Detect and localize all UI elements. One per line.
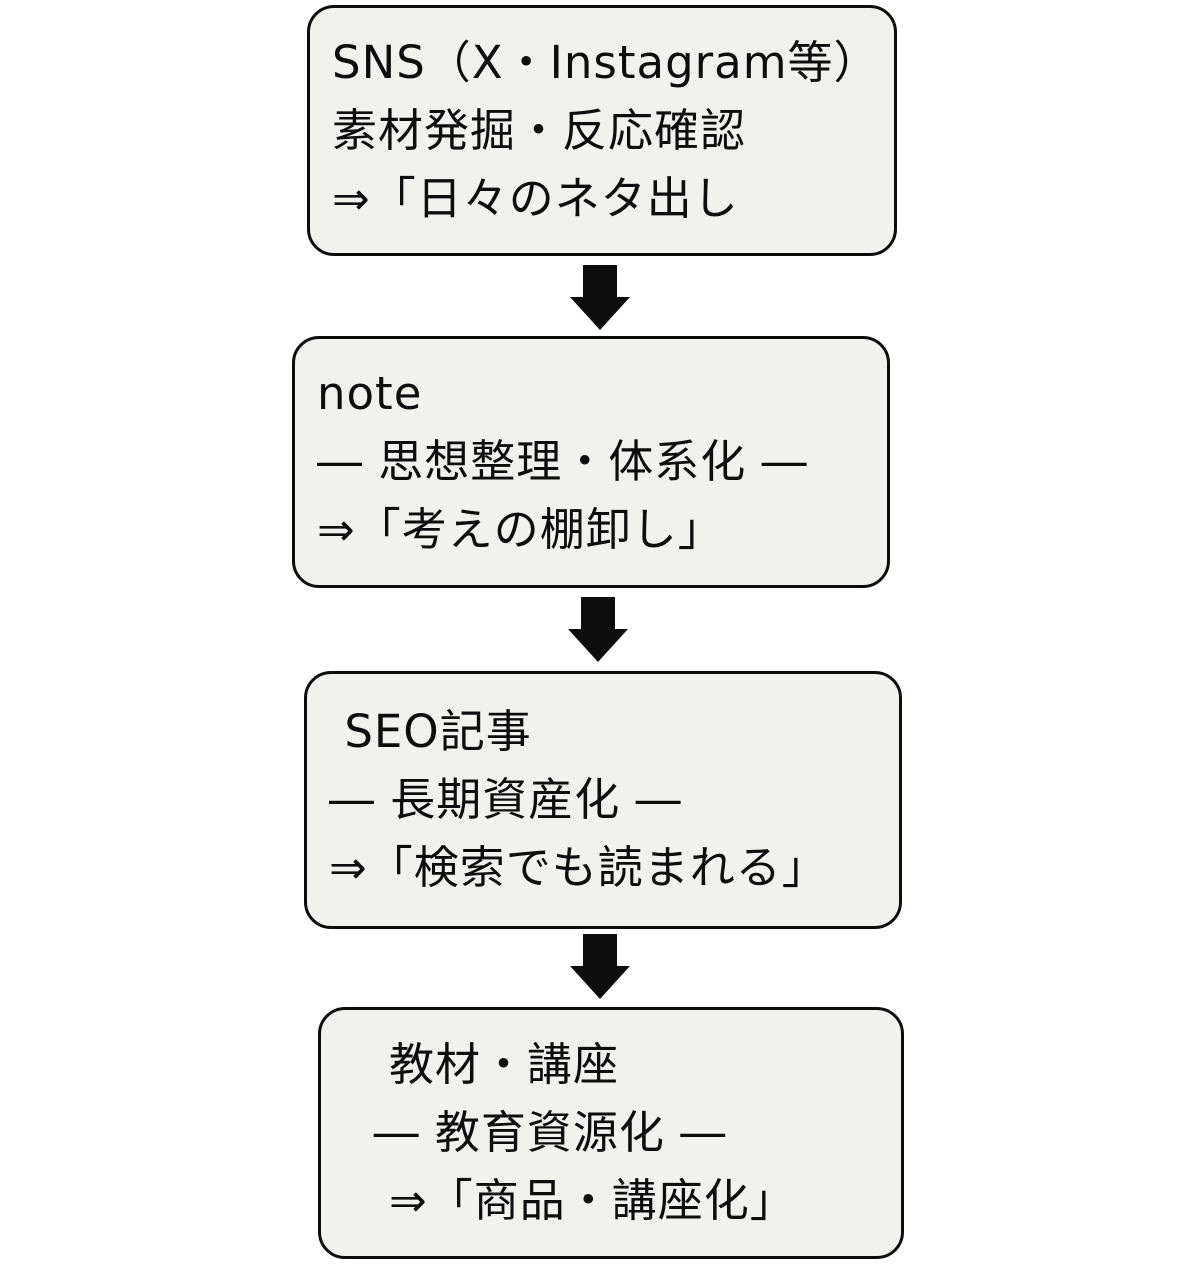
flow-node-note-line-1: note xyxy=(317,367,423,420)
flow-node-seo-article-line-2: ― 長期資産化 ― xyxy=(329,773,682,826)
down-arrow-head xyxy=(570,297,630,330)
flow-node-teaching-material-course-line-3: ⇒「商品・講座化」 xyxy=(343,1174,796,1227)
flow-node-note-line-3: ⇒「考えの棚卸し」 xyxy=(317,503,724,556)
flow-node-note: note ― 思想整理・体系化 ― ⇒「考えの棚卸し」 xyxy=(292,336,890,588)
down-arrow-shaft xyxy=(583,934,617,966)
flow-node-sns: SNS（X・Instagram等） 素材発掘・反応確認 ⇒「日々のネタ出し xyxy=(307,5,897,256)
flow-node-sns-line-2: 素材発掘・反応確認 xyxy=(332,103,747,157)
flow-node-teaching-material-course-line-1: 教材・講座 xyxy=(343,1038,620,1091)
down-arrow-icon xyxy=(570,265,630,330)
flow-node-sns-line-1: SNS（X・Instagram等） xyxy=(332,35,880,89)
down-arrow-head xyxy=(568,629,628,662)
down-arrow-shaft xyxy=(581,597,615,629)
down-arrow-head xyxy=(570,966,630,999)
down-arrow-icon xyxy=(568,597,628,662)
flow-node-teaching-material-course: 教材・講座 ― 教育資源化 ― ⇒「商品・講座化」 xyxy=(318,1007,904,1259)
down-arrow-icon xyxy=(570,934,630,999)
flow-node-seo-article: SEO記事 ― 長期資産化 ― ⇒「検索でも読まれる」 xyxy=(304,671,902,929)
flow-node-sns-line-3: ⇒「日々のネタ出し xyxy=(332,171,739,225)
flow-node-seo-article-line-1: SEO記事 xyxy=(329,705,532,758)
flow-node-teaching-material-course-line-2: ― 教育資源化 ― xyxy=(343,1106,727,1159)
flow-node-note-line-2: ― 思想整理・体系化 ― xyxy=(317,435,808,488)
down-arrow-shaft xyxy=(583,265,617,297)
flow-node-seo-article-line-3: ⇒「検索でも読まれる」 xyxy=(329,841,828,894)
